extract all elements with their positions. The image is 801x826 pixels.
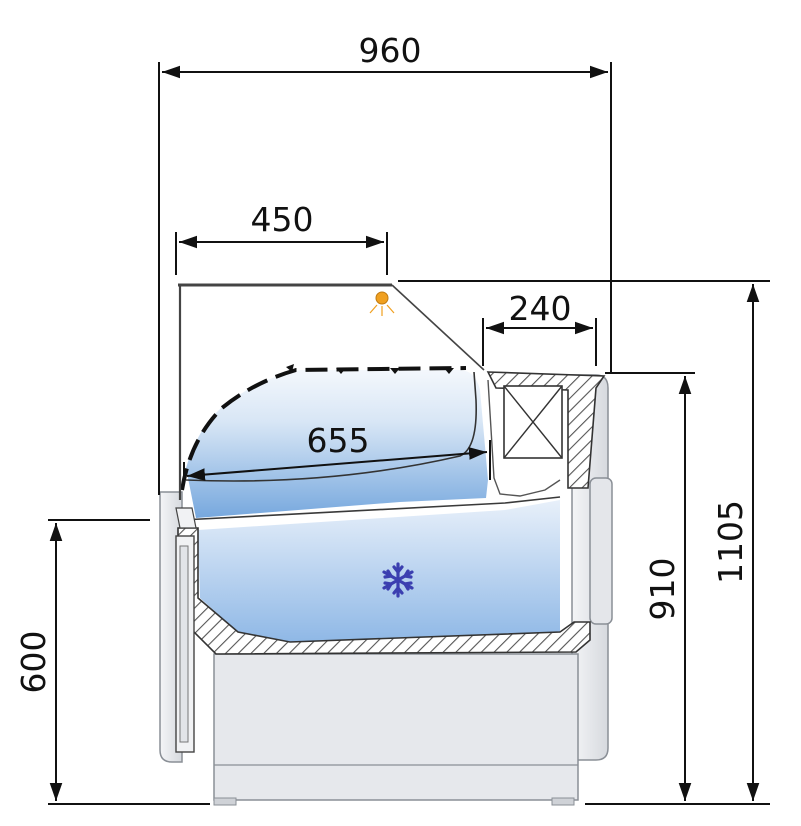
dimension-lines <box>48 62 770 805</box>
glass-clips <box>286 364 454 374</box>
front-curved-glass <box>180 366 467 491</box>
canopy <box>178 283 485 500</box>
insulation-shell <box>177 527 591 655</box>
snowflake-icon <box>382 562 414 598</box>
front-frame <box>175 507 197 753</box>
base-cabinet <box>213 653 579 801</box>
dimension-labels: 960 450 240 655 600 910 1105 <box>14 31 750 694</box>
label-overall-depth: 960 <box>359 31 422 70</box>
lamp-rays <box>369 304 395 316</box>
display-chamber <box>181 370 561 642</box>
label-counter-depth: 240 <box>509 289 572 328</box>
rear-rail <box>589 477 613 625</box>
label-display-depth: 655 <box>307 421 370 460</box>
label-overall-height: 1105 <box>711 500 750 584</box>
front-foot <box>213 797 237 806</box>
lamp-icon <box>375 291 389 305</box>
dim-line-655 <box>186 447 488 481</box>
label-front-height: 600 <box>14 631 53 694</box>
display-tub <box>198 500 560 642</box>
insulation <box>177 371 606 655</box>
label-canopy-depth: 450 <box>251 200 314 239</box>
label-counter-height: 910 <box>643 558 682 621</box>
rear-foot <box>551 797 575 806</box>
display-shelf <box>181 496 561 521</box>
air-duct <box>487 379 561 497</box>
